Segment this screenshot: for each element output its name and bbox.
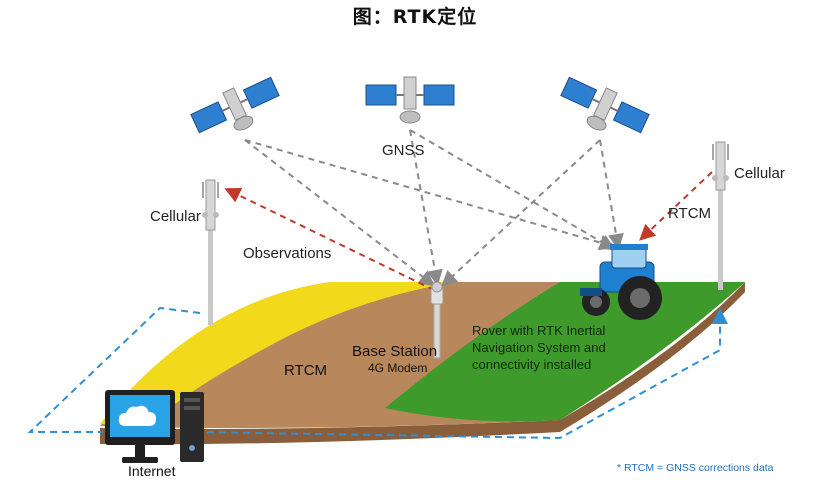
cellular-right-label: Cellular xyxy=(734,165,785,182)
cellular-left-label: Cellular xyxy=(150,208,201,225)
yellow-field xyxy=(100,282,455,425)
cell-tower-icon xyxy=(712,141,729,290)
gnss-label: GNSS xyxy=(382,142,425,159)
cell-tower-icon xyxy=(202,179,219,325)
rtcm-field-label: RTCM xyxy=(284,362,328,379)
gnss-links xyxy=(244,129,624,287)
terrain xyxy=(100,282,745,445)
observations-label: Observations xyxy=(243,245,332,262)
base-station-label: Base Station xyxy=(352,343,438,360)
base-station-icon xyxy=(430,281,444,359)
green-field xyxy=(385,282,745,422)
footnote: * RTCM = GNSS corrections data xyxy=(617,462,774,474)
tractor-icon xyxy=(580,244,662,320)
observation-links xyxy=(224,171,713,291)
satellite-icon xyxy=(365,76,455,124)
page-title: 图：RTK定位 xyxy=(352,6,478,28)
modem-label: 4G Modem xyxy=(368,361,428,375)
internet-label: Internet xyxy=(128,463,176,479)
computer-icon xyxy=(105,390,204,463)
satellite-icon xyxy=(190,76,280,134)
rover-label: Rover with RTK Inertial Navigation Syste… xyxy=(472,323,606,372)
rtcm-right-label: RTCM xyxy=(668,205,712,222)
internet-link xyxy=(27,306,728,440)
satellite-icon xyxy=(560,76,650,134)
